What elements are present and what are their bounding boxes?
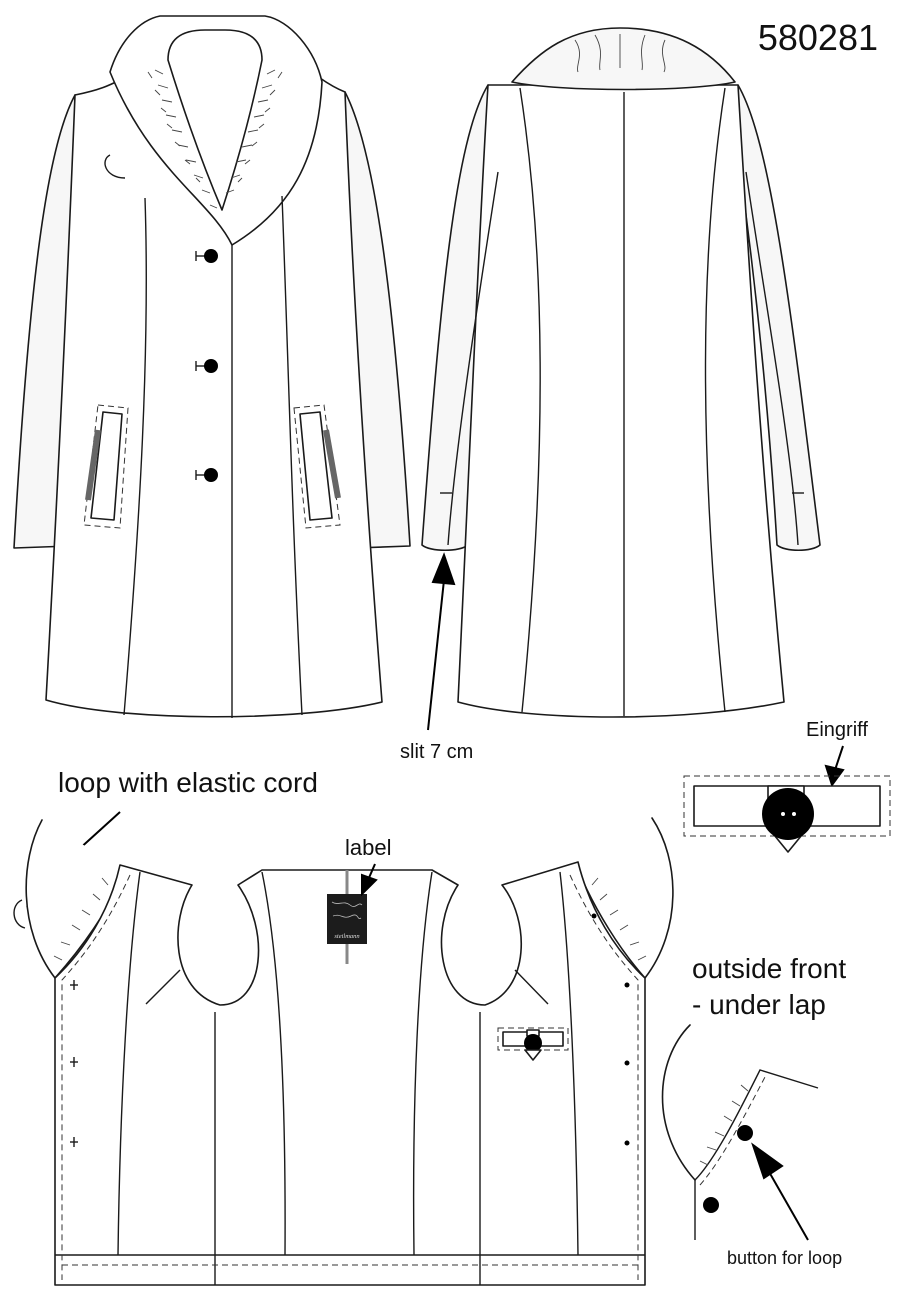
loop-label: loop with elastic cord [58, 767, 318, 798]
back-left-princess-seam [519, 87, 541, 713]
outside-front-label-line2: - under lap [692, 989, 826, 1020]
button-2 [204, 359, 218, 373]
front-left-pocket [83, 404, 129, 529]
label-annotation: label [345, 835, 391, 860]
inside-body [54, 861, 646, 1286]
right-facing-dots [591, 913, 630, 1146]
inside-pocket-button [524, 1034, 542, 1052]
article-number: 580281 [758, 17, 878, 58]
collar-fur-right [225, 69, 283, 194]
back-collar [511, 27, 736, 91]
inside-seam-6 [559, 871, 579, 1256]
inside-right-fur [591, 877, 647, 961]
inside-left-armhole-line [145, 969, 181, 1005]
left-facing-marks [70, 980, 78, 1147]
inside-right-armhole-line [514, 969, 549, 1005]
left-collar-loop [13, 899, 26, 929]
button-1 [204, 249, 218, 263]
brand-label-text: steilmann [334, 933, 359, 940]
coat-inside-view: loop with elastic cord [13, 767, 674, 1286]
under-lap-detail: outside front - under lap button for loo… [661, 953, 846, 1268]
collar-inner-neck [167, 29, 263, 211]
back-collar-gathers [574, 34, 666, 73]
loop-button [737, 1125, 753, 1141]
inside-seam-1 [117, 871, 141, 1256]
front-buttons [195, 249, 218, 482]
under-lap-button [703, 1197, 719, 1213]
front-body [45, 77, 383, 718]
slit-label: slit 7 cm [400, 741, 473, 763]
inside-left-fur [53, 877, 109, 961]
inside-pocket [497, 1027, 569, 1061]
front-right-princess-seam [281, 195, 303, 716]
back-body [457, 84, 785, 718]
coat-front-view [13, 15, 411, 718]
back-right-sleeve-seam [745, 171, 799, 546]
right-facing-dash [569, 874, 639, 1280]
under-lap-seam-dash [699, 1076, 766, 1186]
left-facing-dash [61, 874, 131, 1280]
eingriff-detail: Eingriff [683, 719, 891, 853]
back-right-princess-seam [704, 87, 726, 713]
slit-annotation: slit 7 cm [400, 552, 473, 763]
front-left-princess-seam [123, 197, 147, 716]
back-right-sleeve [737, 84, 821, 552]
brand-label [327, 894, 367, 944]
outside-front-label-line1: outside front [692, 953, 846, 984]
under-lap-neck-edge [694, 1069, 819, 1181]
inside-seam-4 [412, 871, 433, 1256]
button-3 [204, 468, 218, 482]
eingriff-label: Eingriff [806, 719, 868, 741]
back-left-sleeve-seam [447, 171, 499, 546]
under-lap-collar-curve [661, 1024, 696, 1181]
front-right-pocket [293, 404, 341, 529]
collar-fur-left [147, 69, 218, 209]
eingriff-button [762, 788, 814, 840]
under-lap-fur [699, 1084, 749, 1166]
button-for-loop-label: button for loop [727, 1248, 842, 1268]
coat-back-view [421, 27, 821, 718]
front-side-loop [104, 154, 126, 179]
inside-seam-3 [261, 871, 286, 1256]
